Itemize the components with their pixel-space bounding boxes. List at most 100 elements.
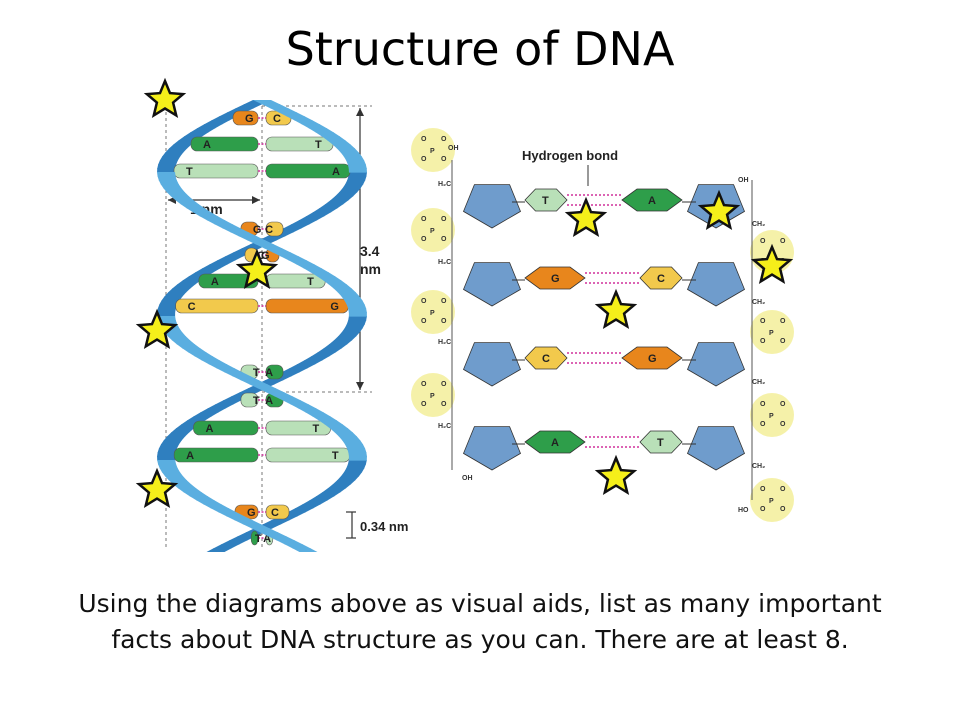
helix-strand-a-segment	[206, 548, 233, 552]
caption-line-1: Using the diagrams above as visual aids,…	[78, 589, 882, 618]
helix-strand-a-segment	[298, 216, 325, 221]
helix-strand-b-segment	[193, 412, 220, 417]
highlight-stars	[135, 77, 794, 509]
helix-strand-b-segment	[177, 488, 203, 493]
helix-strand-b-segment	[317, 348, 343, 353]
helix-strand-b-segment	[206, 220, 234, 225]
sugar-left	[462, 184, 522, 229]
helix-strand-b-segment	[341, 296, 363, 301]
helix-strand-a-segment	[201, 264, 229, 269]
helix-strand-b-segment	[295, 264, 323, 269]
helix-strand-b-segment	[296, 360, 323, 365]
helix-strand-b-segment	[310, 272, 336, 277]
phosphate-o-label: O	[780, 318, 786, 325]
pitch-arrow-head-top	[356, 108, 364, 116]
helix-strand-b-segment	[341, 328, 363, 333]
helix-strand-a-segment	[301, 124, 328, 129]
oh-label: OH	[448, 145, 459, 152]
helix-strand-b-segment	[157, 448, 178, 453]
helix-strand-a-segment	[289, 404, 317, 409]
helix-strand-b-segment	[234, 104, 263, 109]
helix-base-letter: T	[253, 395, 260, 407]
phosphate-o-label: O	[780, 421, 786, 428]
helix-strand-a-segment	[228, 536, 257, 541]
helix-strand-b-segment	[157, 172, 176, 177]
helix-strand-a-segment	[318, 420, 343, 425]
helix-strand-b-segment	[275, 540, 304, 545]
helix-strand-a-segment	[326, 140, 351, 145]
helix-strand-b-segment	[214, 400, 242, 405]
helix-front-strand	[157, 100, 367, 552]
helix-strand-b-segment	[157, 176, 177, 181]
helix-base-letter: A	[211, 276, 219, 288]
helix-base-letter: G	[247, 507, 256, 519]
star-marker	[594, 454, 638, 496]
helix-base-letter: C	[188, 301, 196, 313]
helix-strand-a-segment	[329, 428, 353, 433]
helix-base-letter: C	[257, 250, 265, 262]
helix-strand-b-segment	[246, 240, 275, 245]
helix-strand-a-segment	[348, 456, 367, 461]
helix-strand-a-segment	[338, 188, 361, 193]
helix-strand-a-segment	[261, 104, 290, 109]
phosphate-o-label: O	[760, 318, 766, 325]
star-marker	[697, 189, 741, 231]
helix-strand-b-segment	[189, 128, 216, 133]
helix-strand-a-segment	[278, 112, 306, 117]
star-marker	[143, 77, 187, 119]
helix-strand-b-segment	[259, 532, 287, 537]
helix-strand-a-segment	[187, 352, 214, 357]
helix-strand-b-segment	[344, 324, 365, 329]
sugar-left	[462, 262, 522, 307]
helix-strand-b-segment	[166, 432, 190, 437]
helix-strand-b-segment	[348, 312, 367, 317]
helix-strand-a-segment	[346, 464, 367, 469]
helix-base-letter: G	[261, 250, 270, 262]
phosphate-p-label: P	[430, 148, 435, 155]
phosphate-o-label: O	[421, 298, 427, 305]
helix-strand-a-segment	[346, 448, 367, 453]
helix-strand-b-segment	[234, 520, 262, 525]
phosphate-o-label: O	[421, 136, 427, 143]
pitch-label-unit: nm	[360, 261, 381, 277]
helix-strand-b-segment	[160, 184, 182, 189]
helix-strand-a-segment	[172, 284, 196, 289]
phosphate-o-label: O	[441, 381, 447, 388]
helix-strand-b-segment	[226, 108, 255, 113]
helix-strand-a-segment	[334, 192, 358, 197]
helix-strand-a-segment	[181, 348, 207, 353]
helix-strand-b-segment	[186, 208, 212, 213]
phosphate-group-left	[411, 290, 455, 334]
helix-strand-a-segment	[257, 388, 285, 393]
phosphate-o-label: O	[441, 216, 447, 223]
ladder-base-C	[524, 346, 568, 370]
helix-strand-b-segment	[328, 340, 353, 345]
phosphate-o-label: O	[441, 156, 447, 163]
phosphate-o-label: O	[441, 136, 447, 143]
helix-strand-b-segment	[322, 280, 348, 285]
helix-strand-b-segment	[200, 408, 227, 413]
helix-base-letter: G	[245, 113, 254, 125]
helix-base-letter: A	[265, 367, 273, 379]
helix-strand-a-segment	[282, 400, 310, 405]
phosphate-o-label: O	[760, 421, 766, 428]
helix-base-letter: G	[330, 301, 339, 313]
helix-strand-a-segment	[220, 540, 249, 545]
helix-strand-b-segment	[157, 452, 176, 457]
ladder-base-letter: T	[542, 195, 549, 207]
helix-strand-b-segment	[337, 292, 360, 297]
oh-label: OH	[738, 177, 749, 184]
helix-strand-a-segment	[294, 504, 322, 509]
helix-strand-a-segment	[324, 200, 349, 205]
helix-strand-b-segment	[344, 300, 365, 305]
sugar-left	[462, 426, 522, 471]
h2c-label: H₂C	[438, 339, 451, 346]
helix-strand-b-segment	[214, 224, 242, 229]
phosphate-o-label: O	[760, 506, 766, 513]
helix-base-letter: A	[186, 450, 194, 462]
helix-strand-a-segment	[273, 396, 302, 401]
helix-strand-a-segment	[305, 212, 332, 217]
phosphate-group-right	[750, 478, 794, 522]
helix-strand-b-segment	[157, 464, 178, 469]
